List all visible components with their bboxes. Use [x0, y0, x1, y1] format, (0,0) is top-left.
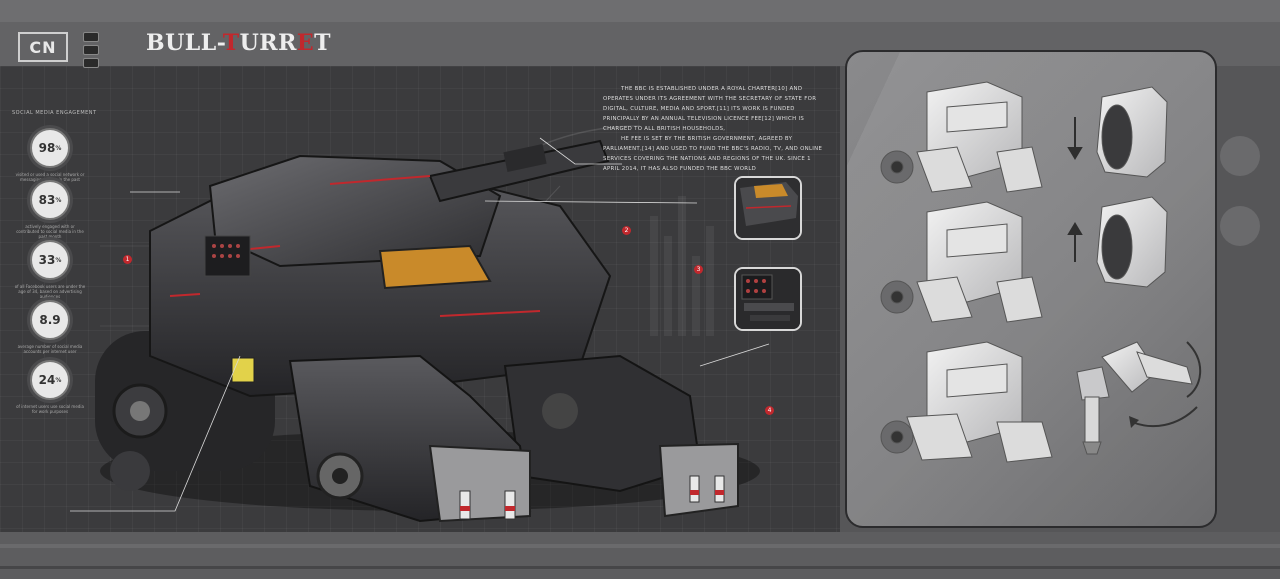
title-part-3: T — [314, 30, 332, 56]
stat-caption: of all Facebook users are under the age … — [14, 284, 86, 299]
exploded-parts-diagram — [880, 81, 1202, 463]
concept-art-panel: 1 2 3 4 5 — [0, 66, 840, 532]
callout-marker-1: 1 — [123, 255, 132, 264]
page-title: BULL-TURRET — [146, 30, 331, 56]
callout-marker-3: 3 — [694, 265, 703, 274]
logo-bars-icon — [83, 32, 99, 68]
callout-marker-4: 4 — [765, 406, 774, 415]
title-red-letter: T — [222, 30, 240, 56]
stat-caption: actively engaged with or contributed to … — [16, 224, 84, 239]
stats-heading: SOCIAL MEDIA ENGAGEMENT — [12, 110, 97, 116]
stat-suffix: % — [55, 256, 62, 264]
title-part-2: URR — [239, 30, 297, 56]
stat-suffix: % — [55, 144, 62, 152]
stat-ring: 98% — [30, 128, 70, 168]
exploded-view-panel — [845, 50, 1217, 528]
top-frame-bar — [0, 0, 1280, 22]
callout-marker-2: 2 — [622, 226, 631, 235]
gun-rack-detail-image — [736, 269, 800, 329]
studio-logo: CN — [18, 32, 68, 62]
stat-item: 98% visited or used a social network or … — [16, 128, 84, 187]
stat-value: 24 — [38, 373, 56, 387]
description-paragraph-2: HE FEE IS SET BY THE BRITISH GOVERNMENT,… — [603, 136, 823, 172]
title-red-letter-2: E — [296, 30, 315, 56]
stat-caption: average number of social media accounts … — [17, 344, 83, 354]
bull-turret-tank-illustration — [70, 137, 770, 523]
detail-thumbnail-gun-rack — [734, 267, 802, 331]
stat-item: 8.9 average number of social media accou… — [18, 300, 82, 354]
detail-thumbnail-cockpit — [734, 176, 802, 240]
stat-value: 83 — [38, 193, 56, 207]
stat-value: 33 — [38, 253, 56, 267]
stat-suffix: % — [55, 376, 62, 384]
stat-ring: 8.9 — [30, 300, 70, 340]
cockpit-detail-image — [736, 178, 800, 238]
bottom-frame-bar — [0, 532, 1280, 579]
title-part-1: BULL- — [146, 30, 223, 56]
stat-suffix: % — [55, 196, 62, 204]
stat-item: 24% of internet users use social media f… — [16, 360, 84, 414]
stat-value: 98 — [38, 141, 56, 155]
stat-ring: 83% — [30, 180, 70, 220]
stat-caption: of internet users use social media for w… — [16, 404, 84, 414]
description-paragraph-1: THE BBC IS ESTABLISHED UNDER A ROYAL CHA… — [603, 86, 817, 132]
stat-value: 8.9 — [39, 313, 61, 327]
description-text-block: THE BBC IS ESTABLISHED UNDER A ROYAL CHA… — [603, 84, 825, 174]
stat-item: 83% actively engaged with or contributed… — [16, 180, 84, 239]
stat-ring: 24% — [30, 360, 70, 400]
stat-ring: 33% — [30, 240, 70, 280]
stat-item: 33% of all Facebook users are under the … — [15, 240, 85, 299]
